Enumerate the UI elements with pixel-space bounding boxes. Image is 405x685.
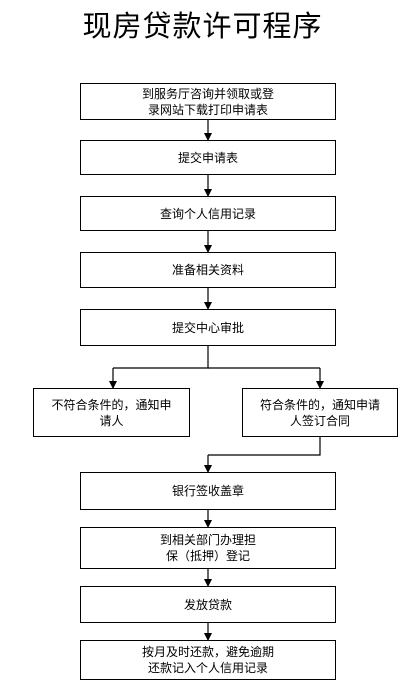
step-issue-loan: 发放贷款 (80, 586, 336, 623)
step-guarantee-registration: 到相关部门办理担保（抵押）登记 (80, 527, 336, 569)
merge-connector (208, 437, 321, 456)
step-submit-approval: 提交中心审批 (80, 309, 336, 346)
step-check-credit: 查询个人信用记录 (80, 196, 336, 231)
branch-connector (113, 346, 209, 369)
step-reject-notify: 不符合条件的，通知申请人 (33, 388, 190, 437)
step-prepare-materials: 准备相关资料 (80, 252, 336, 288)
step-submit-form: 提交申请表 (80, 140, 336, 175)
diagram-title: 现房贷款许可程序 (82, 9, 323, 43)
step-download-form: 到服务厅咨询并领取或登录网站下载打印申请表 (80, 83, 336, 120)
step-accept-contract: 符合条件的，通知申请人签订合同 (242, 388, 398, 437)
step-bank-stamp: 银行签收盖章 (80, 472, 336, 510)
step-monthly-repayment: 按月及时还款，避免逾期还款记入个人信用记录 (80, 640, 336, 680)
